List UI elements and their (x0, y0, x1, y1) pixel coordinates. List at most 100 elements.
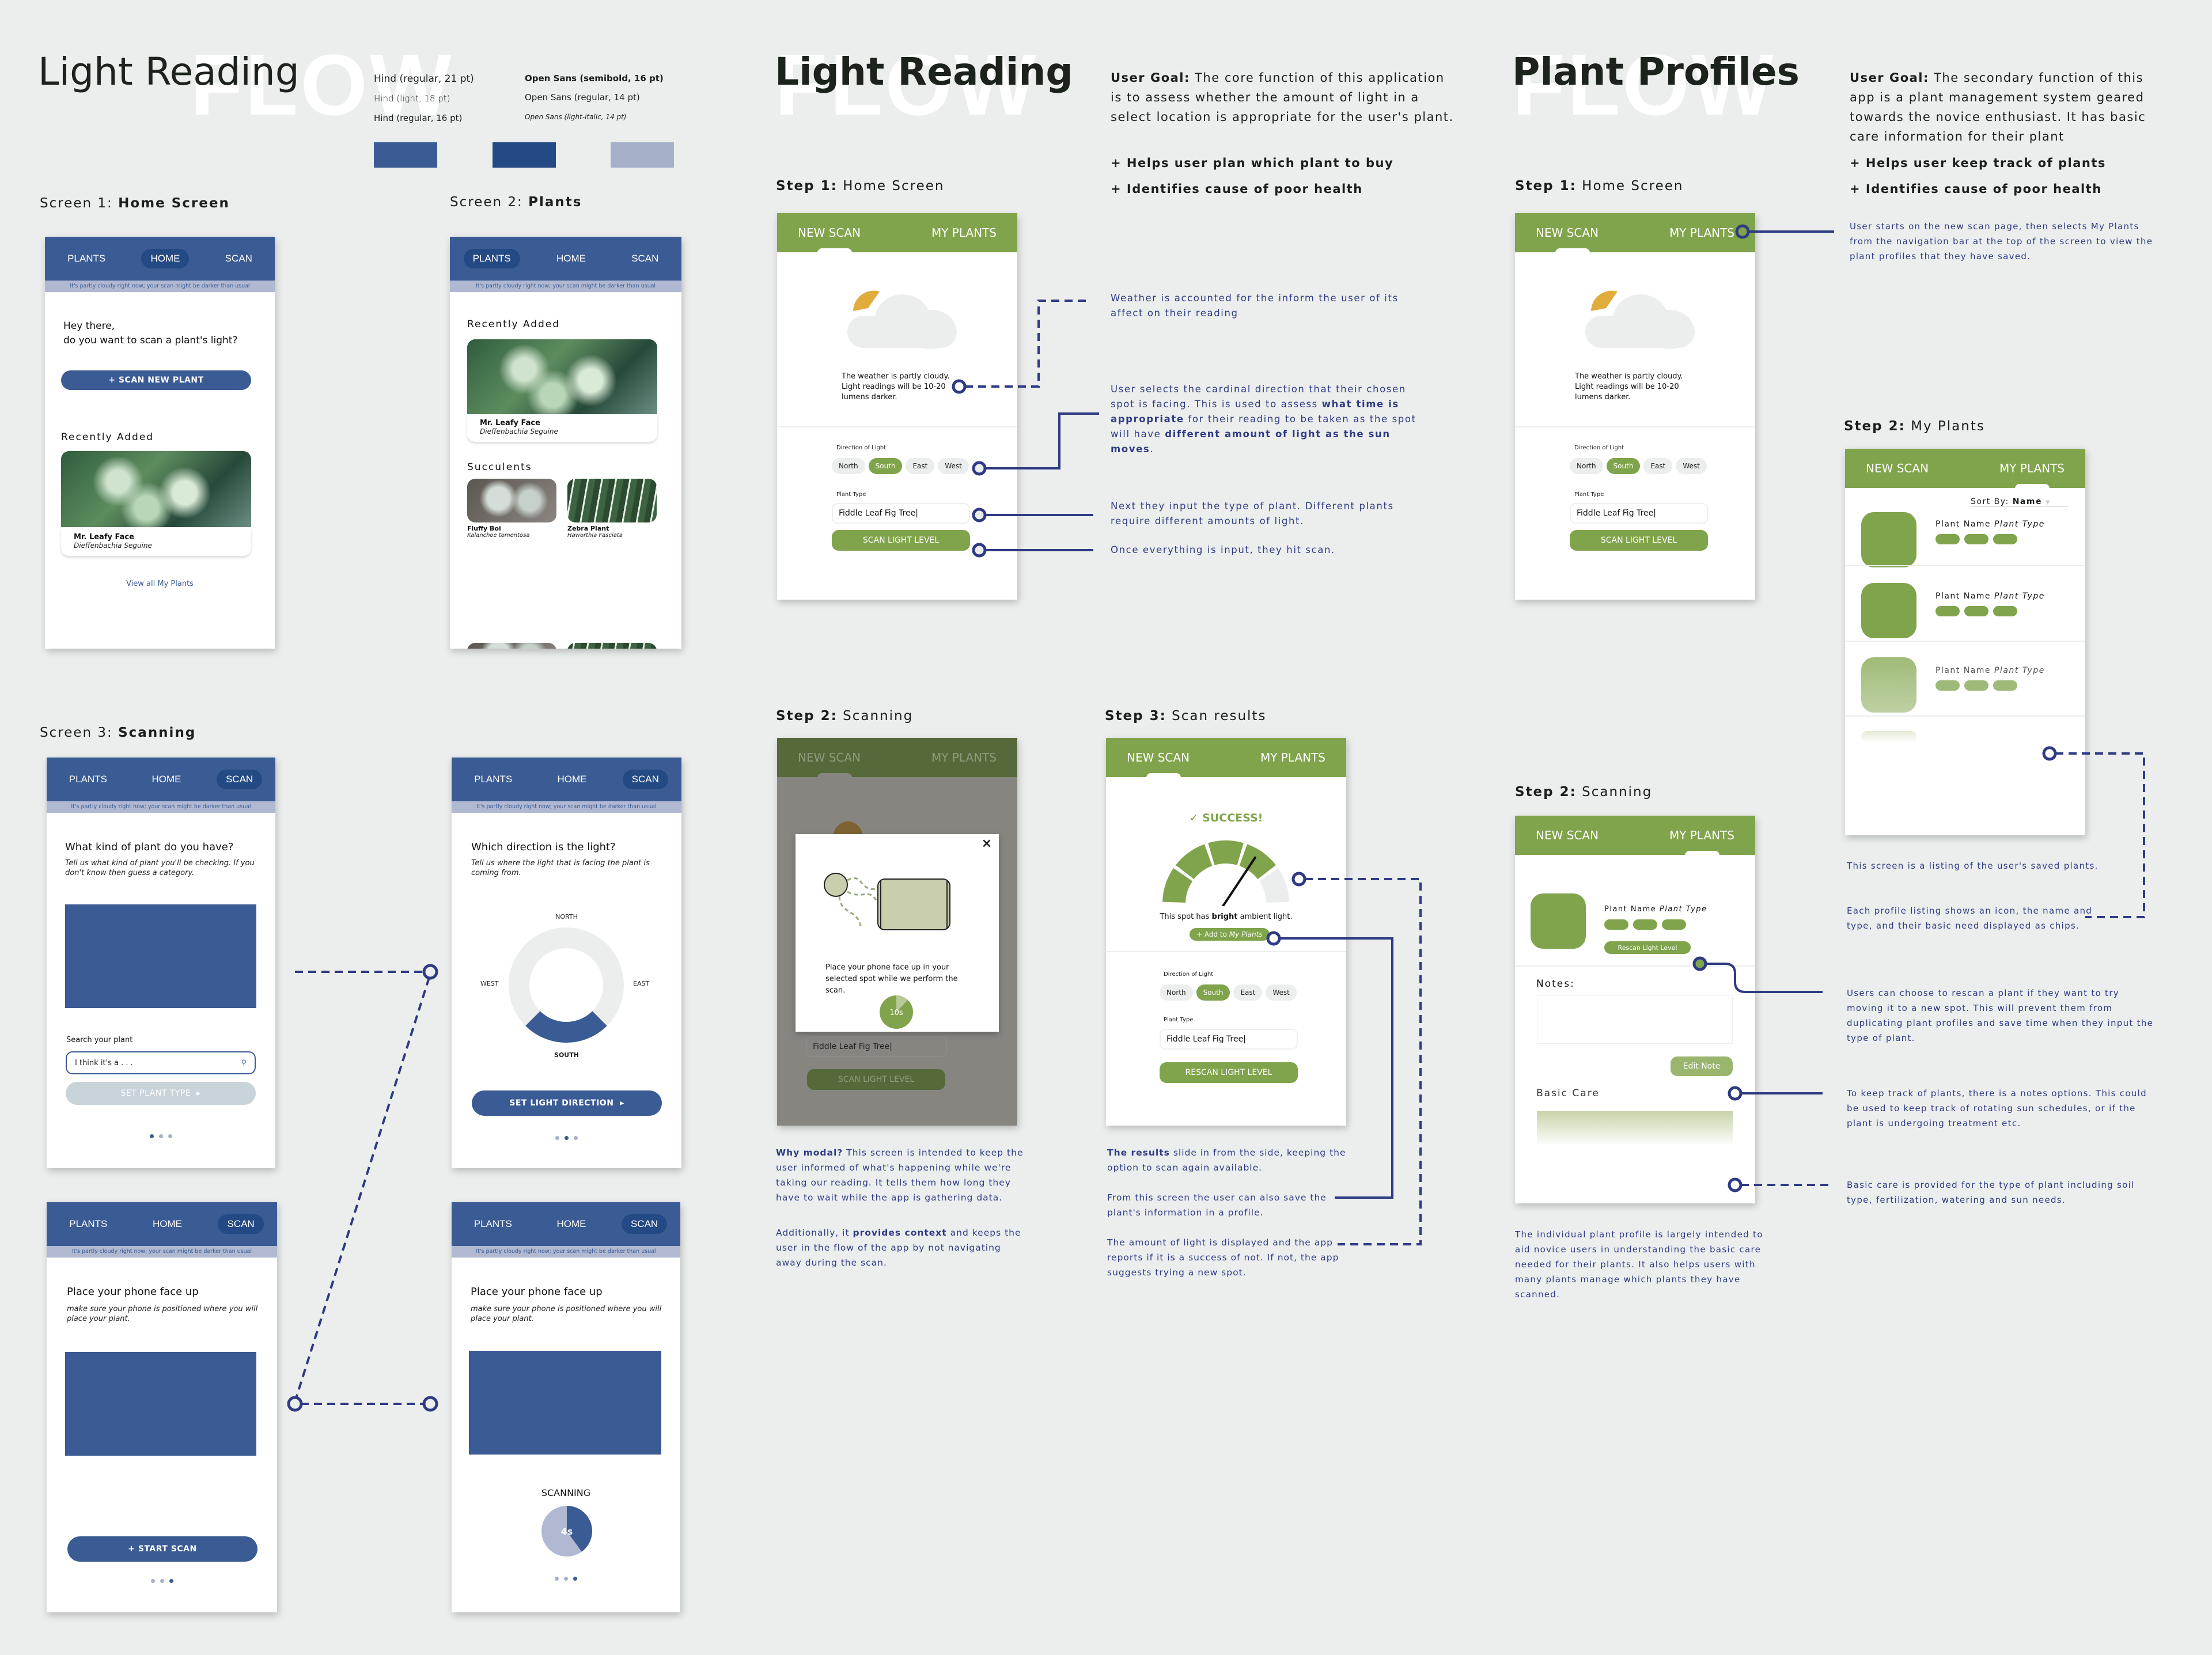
chip-south[interactable]: South (868, 458, 903, 474)
chip-west[interactable]: West (938, 458, 969, 474)
nav-plants[interactable]: PLANTS (67, 253, 106, 264)
nav-scan[interactable]: SCAN (631, 253, 659, 264)
gauge-segment (1259, 868, 1289, 903)
chip-north[interactable]: North (1160, 984, 1193, 1001)
notes-textarea[interactable] (1537, 995, 1733, 1044)
compass-north[interactable]: NORTH (555, 913, 578, 921)
tab-new-scan[interactable]: NEW SCAN (798, 751, 861, 764)
step-label: Step 3: Scan results (1105, 709, 1267, 724)
rescan-light-level-button[interactable]: Rescan Light Level (1604, 941, 1691, 954)
scan-light-level-button[interactable]: SCAN LIGHT LEVEL (832, 530, 970, 551)
tab-my-plants[interactable]: MY PLANTS (931, 226, 997, 240)
nav-plants[interactable]: PLANTS (463, 249, 520, 268)
step-title: Place your phone face up (471, 1286, 603, 1298)
compass-south[interactable]: SOUTH (554, 1051, 579, 1059)
nav-home[interactable]: HOME (556, 253, 586, 264)
screen-label: Screen 2: Plants (450, 195, 582, 210)
view-all-link[interactable]: View all My Plants (126, 580, 194, 588)
scan-light-level-button[interactable]: SCAN LIGHT LEVEL (807, 1069, 945, 1090)
set-plant-type-button[interactable]: SET PLANT TYPE ▸ (66, 1082, 256, 1105)
tab-my-plants[interactable]: MY PLANTS (1999, 461, 2065, 475)
nav-home[interactable]: HOME (152, 1218, 182, 1229)
start-scan-button[interactable]: + START SCAN (67, 1536, 257, 1562)
tab-my-plants[interactable]: MY PLANTS (1260, 751, 1325, 764)
plant-type-input[interactable]: Fiddle Leaf Fig Tree| (806, 1036, 947, 1057)
edit-note-button[interactable]: Edit Note (1671, 1056, 1733, 1076)
direction-dial[interactable] (509, 925, 624, 1046)
plant-photo[interactable] (467, 479, 556, 522)
chip-west[interactable]: West (1676, 458, 1707, 474)
nav-plants[interactable]: PLANTS (69, 774, 107, 785)
nav-scan[interactable]: SCAN (216, 770, 263, 789)
chip-south[interactable]: South (1196, 984, 1230, 1001)
chip-east[interactable]: East (1643, 458, 1673, 474)
plant-type-input[interactable]: Fiddle Leaf Fig Tree| (1570, 503, 1708, 524)
step-subtitle: make sure your phone is positioned where… (471, 1305, 662, 1323)
tab-my-plants[interactable]: MY PLANTS (1669, 226, 1734, 240)
plant-photo[interactable] (567, 479, 657, 522)
nav-home[interactable]: HOME (556, 1218, 586, 1229)
chevron-right-icon: ▸ (196, 1089, 201, 1098)
scan-light-level-button[interactable]: SCAN LIGHT LEVEL (1570, 530, 1708, 551)
nav-bar: PLANTS HOME SCAN (47, 758, 275, 801)
chip-east[interactable]: East (906, 458, 935, 474)
plant-photo[interactable] (567, 643, 657, 649)
nav-plants[interactable]: PLANTS (69, 1218, 108, 1229)
plant-photo[interactable] (467, 339, 657, 414)
close-icon[interactable]: × (981, 836, 992, 851)
basic-care-panel (1537, 1111, 1733, 1146)
chip-north[interactable]: North (1570, 458, 1603, 474)
direction-label: Direction of Light (1574, 445, 1624, 451)
nav-home[interactable]: HOME (557, 774, 587, 785)
tab-new-scan[interactable]: NEW SCAN (1536, 828, 1599, 842)
tab-my-plants[interactable]: MY PLANTS (1669, 828, 1734, 842)
chip-north[interactable]: North (832, 458, 865, 474)
plant-photo[interactable] (61, 451, 251, 527)
rescan-light-level-button[interactable]: RESCAN LIGHT LEVEL (1160, 1062, 1298, 1083)
nav-scan[interactable]: SCAN (218, 1214, 264, 1234)
nav-scan[interactable]: SCAN (225, 253, 252, 264)
chip-east[interactable]: East (1233, 984, 1263, 1001)
plant-search-input[interactable]: I think it's a . . .⚲ (66, 1051, 256, 1074)
compass-west[interactable]: WEST (480, 980, 499, 987)
nav-bar: PLANTS HOME SCAN (47, 1202, 277, 1246)
gauge-segment (1162, 868, 1193, 903)
plant-type-input[interactable]: Fiddle Leaf Fig Tree| (832, 503, 970, 524)
greeting: do you want to scan a plant's light? (63, 335, 238, 346)
nav-plants[interactable]: PLANTS (474, 1218, 512, 1229)
plant-type-input[interactable]: Fiddle Leaf Fig Tree| (1160, 1029, 1298, 1050)
nav-home[interactable]: HOME (151, 774, 181, 785)
chip-south[interactable]: South (1606, 458, 1641, 474)
illustration-placeholder (469, 1351, 661, 1455)
tab-my-plants[interactable]: MY PLANTS (931, 751, 997, 764)
set-light-direction-button[interactable]: SET LIGHT DIRECTION ▸ (472, 1090, 662, 1116)
tab-new-scan[interactable]: NEW SCAN (1866, 461, 1929, 475)
type-spec: Hind (regular, 16 pt) (374, 113, 463, 123)
partly-cloudy-icon (1585, 290, 1695, 349)
step-label: Step 1: Home Screen (1515, 179, 1684, 194)
nav-scan[interactable]: SCAN (622, 770, 668, 789)
tab-new-scan[interactable]: NEW SCAN (1127, 751, 1190, 764)
need-chips (1936, 680, 2017, 691)
sort-dropdown[interactable]: Sort By: Name ▼ (1971, 497, 2069, 507)
nav-plants[interactable]: PLANTS (474, 774, 513, 785)
divider (1845, 641, 2085, 642)
nav-home[interactable]: HOME (141, 249, 190, 268)
compass-east[interactable]: EAST (633, 980, 650, 987)
scan-new-plant-button[interactable]: + SCAN NEW PLANT (61, 370, 251, 390)
add-to-my-plants-button[interactable]: + Add to My Plants (1190, 928, 1270, 941)
success-label: ✓ SUCCESS! (1189, 812, 1263, 824)
tab-new-scan[interactable]: NEW SCAN (798, 226, 861, 240)
plant-photo[interactable] (467, 643, 556, 649)
tab-new-scan[interactable]: NEW SCAN (1536, 226, 1599, 240)
nav-scan[interactable]: SCAN (621, 1214, 668, 1234)
tab-bar: NEW SCAN MY PLANTS (777, 213, 1017, 253)
chip-west[interactable]: West (1266, 984, 1297, 1001)
type-spec: Hind (regular, 21 pt) (374, 73, 474, 85)
divider (1106, 951, 1346, 952)
